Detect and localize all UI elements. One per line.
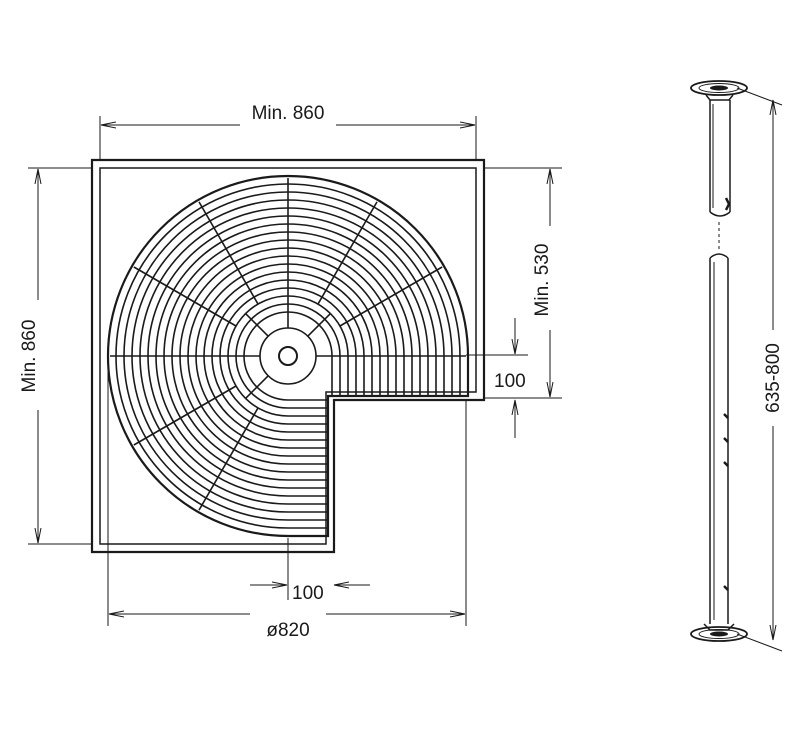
wire-ring bbox=[115, 183, 461, 529]
wire-ring bbox=[147, 215, 429, 497]
dimension-top-width: Min. 860 bbox=[99, 103, 477, 160]
dimension-right-depth: Min. 530 bbox=[484, 167, 562, 399]
wire-ring bbox=[131, 199, 445, 513]
cabinet-outline bbox=[90, 158, 486, 554]
wire-ring bbox=[195, 263, 381, 449]
wire-ring bbox=[187, 255, 389, 457]
wire-spoke bbox=[317, 201, 378, 305]
top-mounting-plate bbox=[690, 80, 748, 101]
center-hub bbox=[259, 327, 317, 385]
wire-ring bbox=[171, 239, 405, 473]
left-height-label: Min. 860 bbox=[19, 320, 40, 393]
wire-spoke bbox=[133, 385, 237, 446]
wire-spoke bbox=[133, 266, 237, 327]
dimension-diameter: ø820 bbox=[107, 360, 467, 641]
wire-hub-spoke bbox=[307, 313, 331, 337]
wire-spoke bbox=[198, 201, 259, 305]
wire-ring bbox=[211, 279, 365, 433]
dimension-pole-height: 635-800 bbox=[736, 87, 784, 652]
bottom-gap-label: 100 bbox=[292, 583, 324, 604]
wire-ring bbox=[179, 247, 397, 465]
telescopic-pole bbox=[690, 80, 748, 642]
wire-ring bbox=[123, 191, 453, 521]
wire-ring bbox=[155, 223, 421, 489]
diameter-label: ø820 bbox=[266, 620, 309, 641]
right-depth-label: Min. 530 bbox=[532, 244, 553, 317]
dimension-bottom-gap: 100 bbox=[250, 538, 370, 604]
upper-tube bbox=[709, 100, 731, 217]
wire-spoke bbox=[198, 407, 259, 511]
wire-spoke bbox=[339, 266, 443, 327]
wire-hub-spoke bbox=[245, 313, 269, 337]
wire-ring bbox=[219, 287, 357, 425]
dimension-left-height: Min. 860 bbox=[19, 167, 92, 545]
top-width-label: Min. 860 bbox=[252, 103, 325, 124]
wire-ring bbox=[139, 207, 437, 505]
dimension-right-gap: 100 bbox=[466, 318, 528, 438]
wire-hub-spoke bbox=[245, 375, 269, 399]
bottom-base-plate bbox=[690, 623, 748, 642]
lower-tube bbox=[709, 253, 729, 624]
pole-height-label: 635-800 bbox=[763, 343, 784, 413]
center-pole-hole bbox=[278, 346, 298, 366]
wire-ring bbox=[203, 271, 373, 441]
right-gap-label: 100 bbox=[494, 371, 526, 392]
rotating-wire-shelf bbox=[106, 174, 470, 538]
wire-ring bbox=[163, 231, 413, 481]
